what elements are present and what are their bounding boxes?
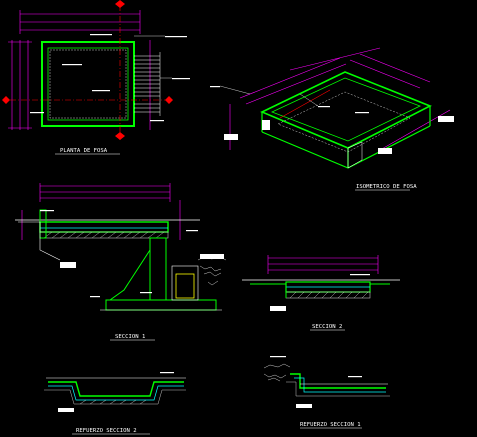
rebar-section-2 bbox=[44, 372, 186, 435]
section-2 bbox=[242, 255, 400, 331]
title-section-1: SECCION 1 bbox=[115, 334, 145, 340]
plan-view bbox=[2, 0, 190, 155]
title-plan: PLANTA DE FOSA bbox=[60, 148, 108, 154]
title-rebar-section-2: REFUERZO SECCION 2 bbox=[76, 428, 137, 434]
isometric-view bbox=[210, 47, 454, 191]
title-rebar-section-1: REFUERZO SECCION 1 bbox=[300, 422, 361, 428]
title-isometric: ISOMETRICO DE FOSA bbox=[356, 184, 417, 190]
rebar-section-1 bbox=[263, 356, 390, 429]
title-section-2: SECCION 2 bbox=[312, 324, 342, 330]
section-1 bbox=[15, 183, 227, 341]
